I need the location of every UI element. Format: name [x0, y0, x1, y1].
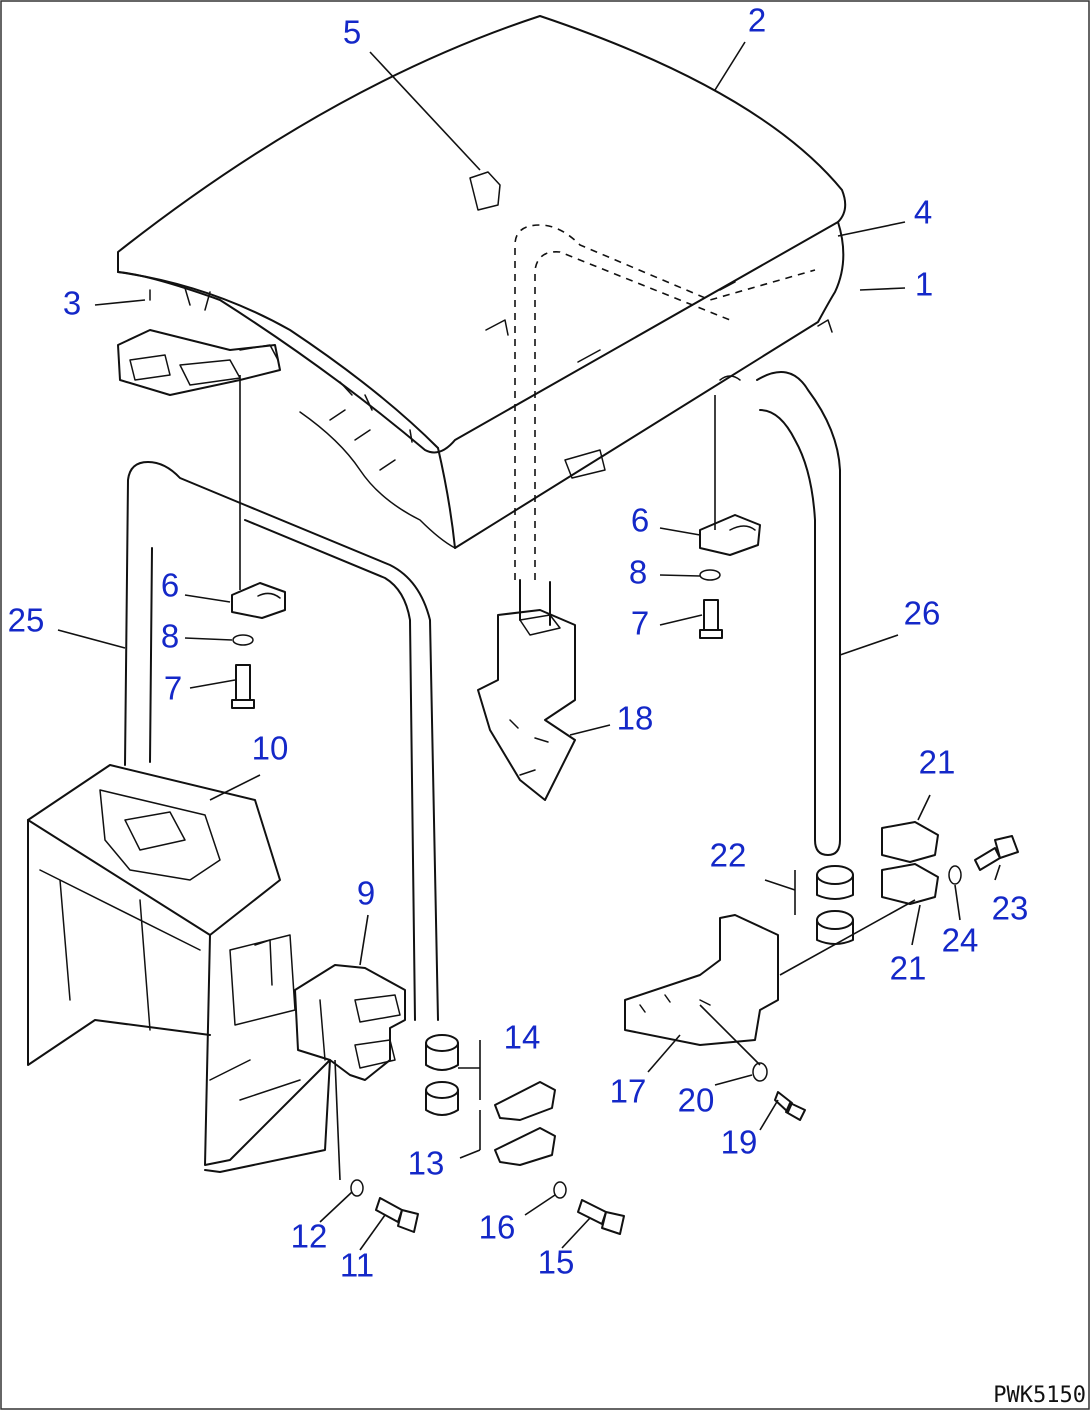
callout-21: 21: [890, 950, 927, 987]
link-line-bracket-21: [779, 899, 916, 976]
bracket-17: [624, 914, 779, 1046]
collars-22: [816, 865, 854, 945]
callout-2: 2: [748, 2, 766, 39]
callout-7: 7: [164, 670, 182, 707]
callout-24: 24: [942, 922, 979, 959]
callout-11: 11: [340, 1247, 374, 1284]
callout-7: 7: [631, 605, 649, 642]
callout-10: 10: [252, 730, 289, 767]
callout-8: 8: [629, 554, 647, 591]
callout-14: 14: [504, 1019, 541, 1056]
callout-13: 13: [408, 1145, 445, 1182]
left-frame-tube: [124, 461, 439, 1021]
right-clamp-set: [699, 514, 761, 639]
callout-21: 21: [919, 744, 956, 781]
link-line-bolt-19: [699, 1004, 761, 1066]
bolt-set-11-12: [350, 1179, 419, 1233]
callout-1: 1: [915, 266, 933, 303]
hidden-frame-tube-inner: [534, 251, 731, 580]
roof-left-bracket: [117, 329, 281, 396]
collars-14: [425, 1034, 459, 1116]
callout-12: 12: [291, 1218, 328, 1255]
callout-25: 25: [8, 602, 45, 639]
callout-20: 20: [678, 1082, 715, 1119]
link-line-bolt-11: [334, 1059, 341, 1181]
right-frame-tube: [756, 371, 841, 856]
leader-lines: [57, 41, 1001, 1251]
callout-8: 8: [161, 618, 179, 655]
hidden-frame-tube: [514, 224, 816, 580]
callout-16: 16: [479, 1209, 516, 1246]
left-clamp-set: [231, 582, 286, 709]
front-tube-bracket: [477, 579, 576, 801]
callout-18: 18: [617, 700, 654, 737]
callout-15: 15: [538, 1244, 575, 1281]
callout-19: 19: [721, 1124, 758, 1161]
callout-5: 5: [343, 14, 361, 51]
callout-26: 26: [904, 595, 941, 632]
canopy-roof: [117, 15, 847, 549]
clamp-halves-13: [494, 1081, 556, 1166]
bolt-set-23-24: [948, 835, 1019, 885]
callout-17: 17: [610, 1073, 647, 1110]
callout-23: 23: [992, 890, 1029, 927]
callout-6: 6: [631, 502, 649, 539]
clamp-assembly: [294, 964, 406, 1081]
side-console: [27, 764, 331, 1173]
bolt-set-15-16: [553, 1181, 625, 1235]
clamp-halves-21: [881, 821, 939, 905]
callout-22: 22: [710, 837, 747, 874]
drawing-code: PWK5150: [993, 1383, 1086, 1408]
callout-3: 3: [63, 285, 81, 322]
bolt-set-19-20: [752, 1062, 806, 1121]
callout-9: 9: [357, 875, 375, 912]
callout-6: 6: [161, 567, 179, 604]
callout-4: 4: [914, 194, 932, 231]
